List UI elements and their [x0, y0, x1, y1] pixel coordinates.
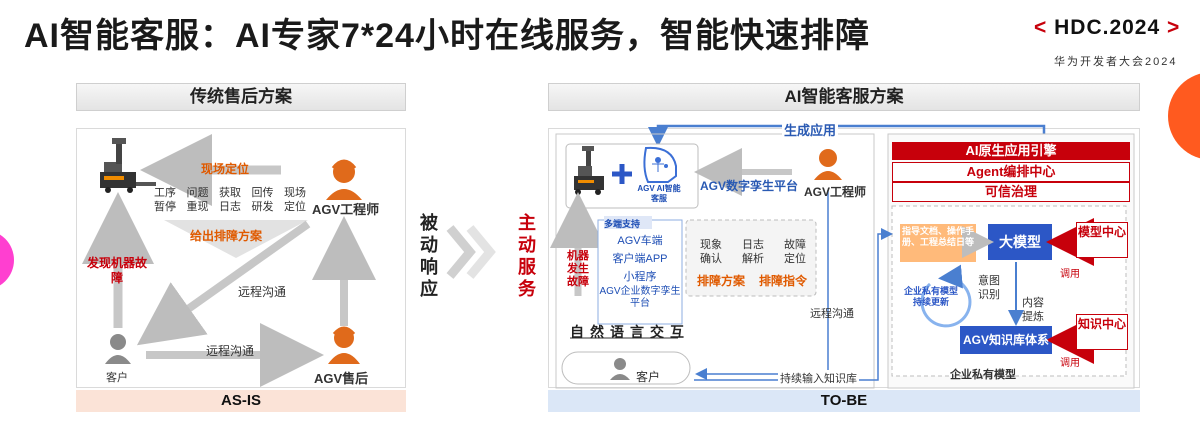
passive-response: 被动响应 — [420, 213, 438, 299]
multi-support-label: 多端支持 — [604, 219, 641, 229]
step-item: 问题重现 — [186, 187, 209, 213]
chevron-arrows-icon — [446, 225, 496, 279]
knowledge-center-box: 知识中心 — [1076, 314, 1128, 350]
engineer-icon — [326, 159, 362, 200]
active-service: 主动服务 — [518, 213, 536, 299]
private-model-label: 企业私有模型 — [950, 369, 1016, 381]
twin-platform-label: AGV数字孪生平台 — [700, 179, 799, 193]
onsite-locate-label: 现场定位 — [201, 162, 250, 176]
channel-item: AGV车端 — [617, 235, 663, 247]
knowledge-system-box: AGV知识库体系 — [962, 333, 1049, 347]
tobe-engineer-icon — [814, 149, 842, 180]
channel-item: 小程序 — [623, 271, 657, 283]
arrow-remote-diagonal — [136, 220, 311, 346]
analysis-item: 现象确认 — [700, 239, 722, 265]
engine-ai-native: AI原生应用引擎 — [892, 142, 1130, 160]
tobe-customer-label: 客户 — [636, 370, 661, 384]
asis-footer: AS-IS — [76, 390, 406, 412]
asis-engineer-label: AGV工程师 — [312, 202, 380, 217]
tobe-footer: TO-BE — [548, 390, 1140, 412]
plus-icon — [612, 164, 632, 184]
asis-customer-label: 客户 — [106, 372, 128, 384]
asis-steps: 工序暂停 问题重现 获取日志 回传研发 现场定位 — [150, 186, 310, 214]
page-title: AI智能客服：AI专家7*24小时在线服务，智能快速排障 — [24, 17, 870, 55]
channel-list: AGV车端 客户端APP 小程序 AGV企业数字孪生平台 — [598, 232, 682, 310]
customer-icon — [105, 334, 131, 364]
intent-label: 意图识别 — [978, 275, 1000, 301]
give-plan-label: 给出排障方案 — [190, 229, 263, 243]
ai-agent-label: AGV AI智能客服 — [637, 184, 681, 203]
logo-subtitle: 华为开发者大会2024 — [1054, 56, 1178, 68]
step-item: 工序暂停 — [154, 187, 176, 213]
generate-app-label: 生成应用 — [782, 120, 839, 139]
aftersales-icon — [328, 326, 360, 364]
analysis-item: 故障定位 — [784, 239, 806, 265]
plan-triangle — [164, 220, 308, 258]
tobe-engineer-label: AGV工程师 — [804, 185, 867, 199]
step-item: 回传研发 — [251, 187, 274, 213]
step-item: 获取日志 — [219, 187, 241, 213]
decor-orange-circle — [1168, 72, 1200, 160]
remote-label-1: 远程沟通 — [238, 285, 287, 299]
agv-robot-icon — [100, 138, 156, 193]
cycle-update-icon — [920, 264, 972, 328]
content-refine-label: 内容提炼 — [1022, 297, 1044, 323]
hdc-logo: < HDC.2024 > — [1034, 16, 1181, 39]
private-train-label: 企业私有模型持续更新 — [903, 286, 958, 307]
nl-interaction-label: 自然语言交互 — [570, 324, 690, 340]
command-label: 排障指令 — [759, 274, 808, 288]
engine-trusted-gov: 可信治理 — [892, 182, 1130, 202]
channel-item: 客户端APP — [612, 253, 668, 265]
invoke-label-1: 调用 — [1060, 269, 1080, 280]
invoke-label-2: 调用 — [1060, 358, 1080, 369]
plan-label: 排障方案 — [697, 274, 746, 288]
step-item: 现场定位 — [284, 187, 306, 213]
tobe-header: AI智能客服方案 — [548, 83, 1140, 111]
analysis-item: 日志解析 — [742, 239, 764, 265]
doc-summary-label: 指导文档、操作手册、工程总结日等 — [902, 226, 975, 247]
model-center-box: 模型中心 — [1076, 222, 1128, 258]
discover-fault-label: 发现机器故障 — [86, 256, 147, 285]
asis-header: 传统售后方案 — [76, 83, 406, 111]
aftersales-label: AGV售后 — [314, 371, 369, 386]
tobe-customer-icon — [610, 358, 630, 380]
channel-item: AGV企业数字孪生平台 — [599, 286, 681, 309]
analysis-items: 现象确认 日志解析 故障定位 — [698, 238, 808, 266]
asis-diagram — [82, 134, 376, 387]
engine-agent-center: Agent编排中心 — [892, 162, 1130, 182]
ai-brain-icon — [643, 146, 677, 183]
fault-occur-label: 机器发生故障 — [567, 250, 589, 288]
tobe-remote-label: 远程沟通 — [810, 308, 854, 320]
remote-label-2: 远程沟通 — [206, 344, 255, 358]
continuous-input-label: 持续输入知识库 — [778, 370, 859, 386]
big-model-box: 大模型 — [999, 234, 1041, 250]
decor-pink-circle — [0, 230, 14, 290]
